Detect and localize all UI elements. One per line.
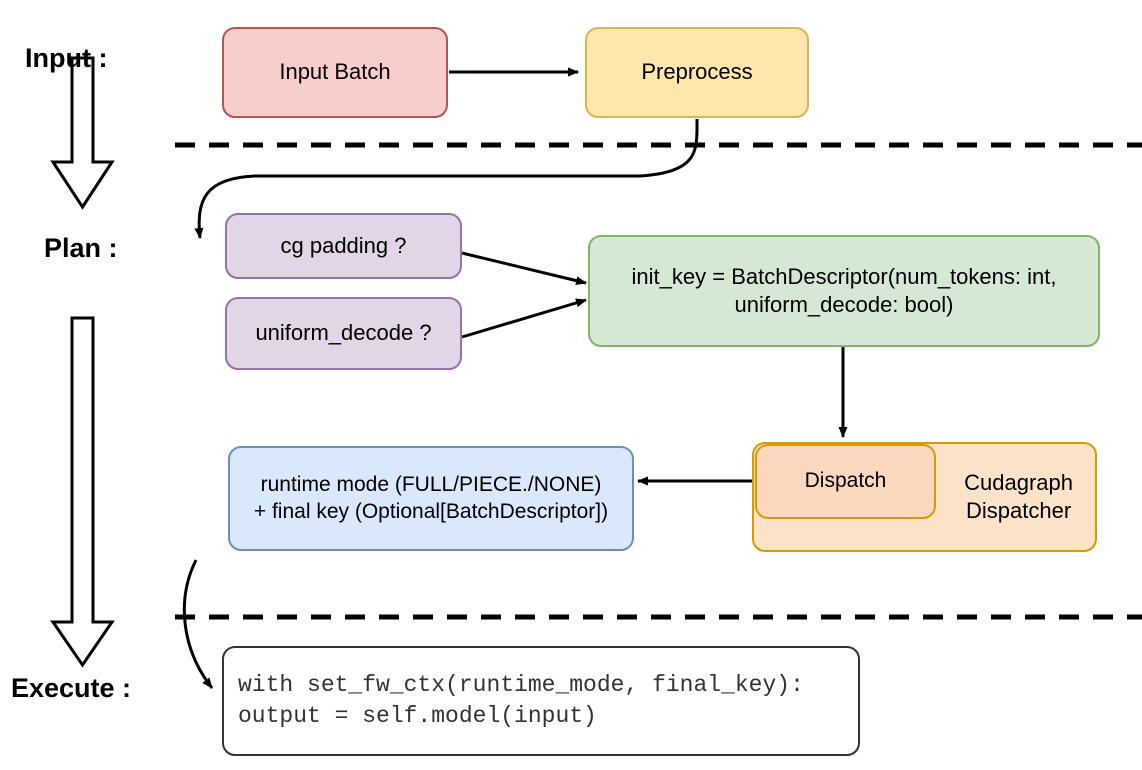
stage-label-plan: Plan : (44, 233, 118, 263)
node-init-key[interactable]: init_key = BatchDescriptor(num_tokens: i… (588, 235, 1100, 347)
node-uniform-decode[interactable]: uniform_decode ? (225, 297, 462, 370)
input-to-plan-arrow (50, 56, 115, 210)
node-runtime-mode[interactable]: runtime mode (FULL/PIECE./NONE) + final … (228, 446, 634, 551)
node-preprocess[interactable]: Preprocess (585, 27, 809, 118)
node-dispatch[interactable]: Dispatch (755, 444, 936, 519)
cg-padding-to-init-key (461, 251, 587, 286)
uniform-decode-to-init-key (461, 298, 587, 339)
node-input-batch[interactable]: Input Batch (222, 27, 448, 118)
runtime-mode-to-execute-code (182, 559, 214, 689)
preprocess-to-cg-padding (194, 118, 699, 239)
stage-label-input: Input : (25, 43, 108, 73)
stage-label-execute: Execute : (11, 673, 132, 703)
node-cg-padding[interactable]: cg padding ? (225, 213, 462, 279)
plan-to-execute-arrow (50, 316, 115, 668)
node-execute-code[interactable]: with set_fw_ctx(runtime_mode, final_key)… (222, 646, 860, 756)
